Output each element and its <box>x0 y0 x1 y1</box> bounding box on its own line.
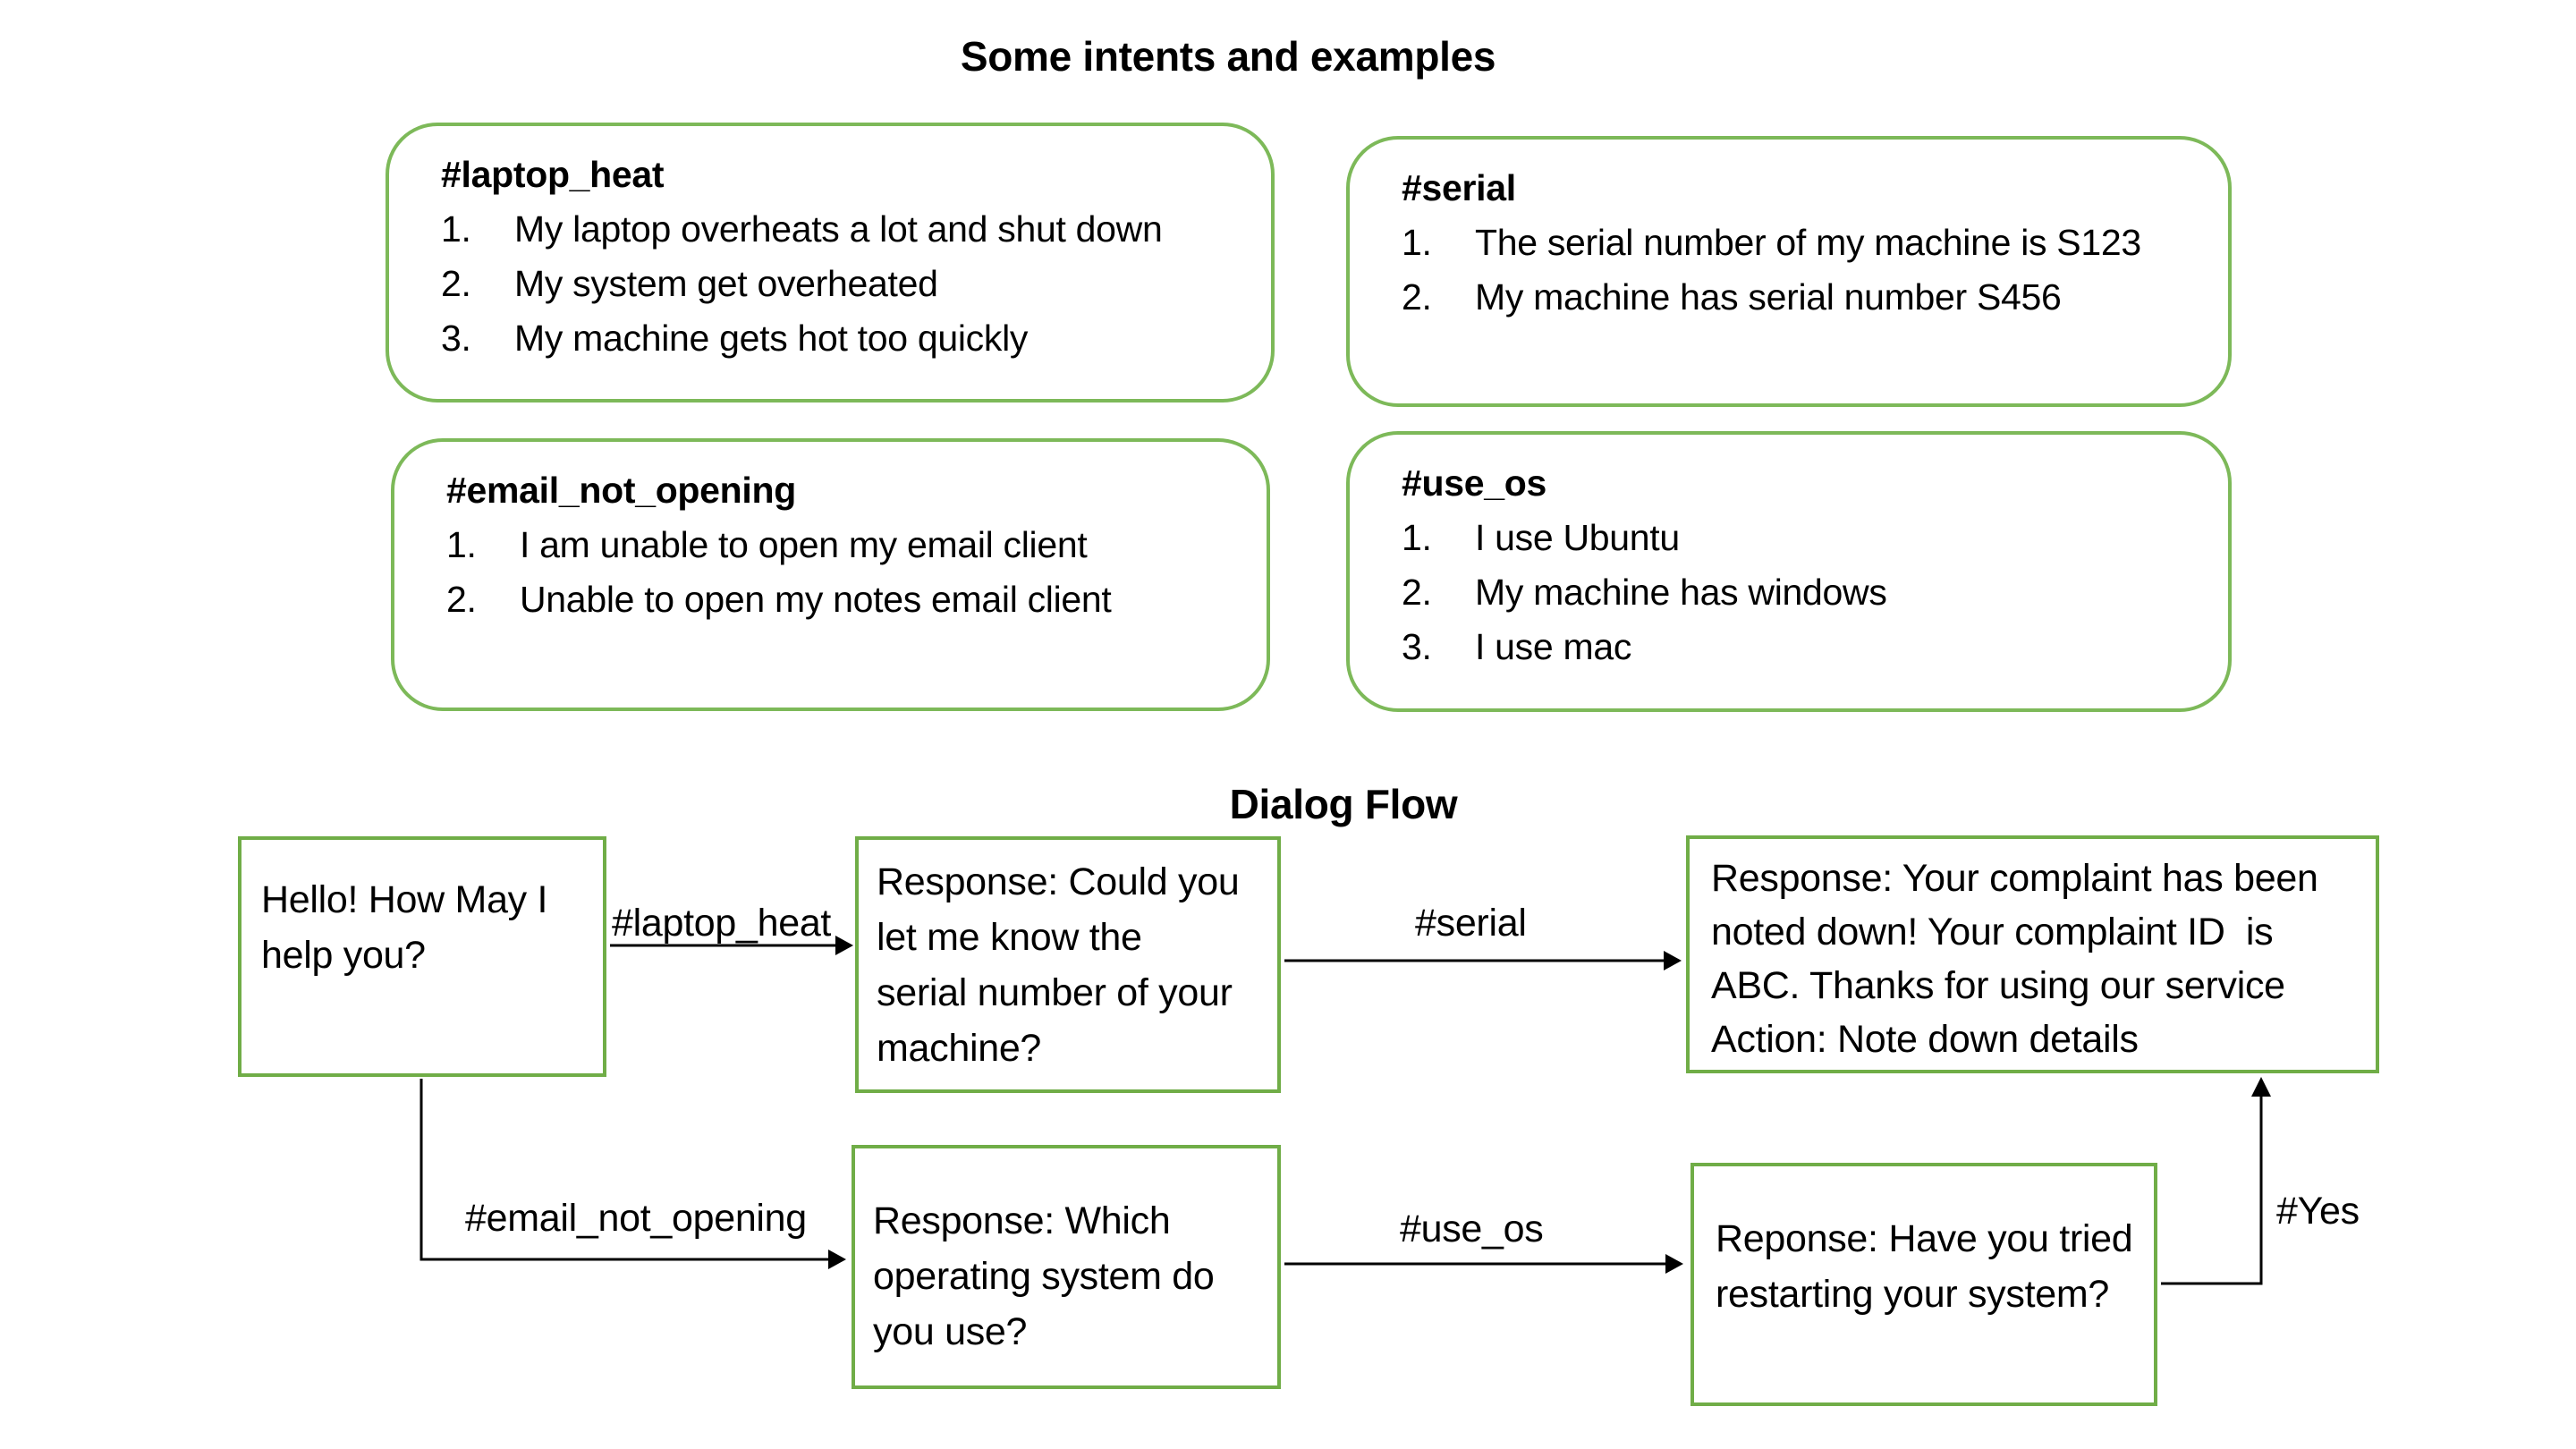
intent-example-number: 2. <box>1402 276 1432 318</box>
flow-node-ask-serial: Response: Could you let me know the serial… <box>855 836 1281 1093</box>
intent-name: #use_os <box>1402 462 1547 504</box>
intent-example-text: I use Ubuntu <box>1475 517 1680 558</box>
intent-name: #email_not_opening <box>446 470 797 511</box>
intent-box-serial: #serial 1. The serial number of my machin… <box>1346 136 2232 407</box>
flow-node-greeting: Hello! How May I help you? <box>238 836 606 1077</box>
dialog-flow-section-title: Dialog Flow <box>1229 781 1458 827</box>
intent-box-email-not-opening: #email_not_opening 1. I am unable to open… <box>391 438 1270 711</box>
intent-example: 1. My laptop overheats a lot and shut dow… <box>441 202 1246 257</box>
intent-example: 1. I am unable to open my email client <box>446 518 1241 572</box>
flow-node-text-line: restarting your system? <box>1716 1273 2109 1316</box>
intent-example-list: 1. I use Ubuntu 2. My machine has windows 3.… <box>1402 511 2203 674</box>
intent-example: 2. Unable to open my notes email client <box>446 572 1241 627</box>
intent-example-list: 1. The serial number of my machine is S12… <box>1402 216 2203 325</box>
intent-example-number: 1. <box>446 524 477 565</box>
intent-example-list: 1. I am unable to open my email client 2. U… <box>446 518 1241 627</box>
intent-box-use-os: #use_os 1. I use Ubuntu 2. My machine has w… <box>1346 431 2232 712</box>
arrow-email-not-opening <box>419 1079 846 1269</box>
intent-example-text: Unable to open my notes email client <box>520 579 1112 620</box>
intent-example: 1. The serial number of my machine is S12… <box>1402 216 2203 270</box>
flow-node-restart: Reponse: Have you tried restarting your s… <box>1690 1163 2157 1406</box>
intent-example-text: I am unable to open my email client <box>520 524 1088 565</box>
intent-example-text: My laptop overheats a lot and shut down <box>514 208 1163 250</box>
arrow-serial <box>1284 951 1682 970</box>
intent-box-laptop-heat: #laptop_heat 1. My laptop overheats a lot… <box>386 123 1275 402</box>
intent-example: 1. I use Ubuntu <box>1402 511 2203 565</box>
intents-section-title: Some intents and examples <box>960 33 1496 80</box>
intent-example-number: 1. <box>1402 517 1432 558</box>
flow-node-text-line: Hello! How May I <box>261 878 548 921</box>
flow-node-text-line: Action: Note down details <box>1711 1018 2139 1061</box>
edge-label-serial: #serial <box>1415 902 1527 945</box>
intent-name: #laptop_heat <box>441 154 665 195</box>
intent-example-text: I use mac <box>1475 626 1632 667</box>
arrow-use-os <box>1284 1254 1683 1274</box>
flow-node-text-line: noted down! Your complaint ID is <box>1711 911 2274 953</box>
intent-example-text: My machine has serial number S456 <box>1475 276 2062 318</box>
intent-example: 3. I use mac <box>1402 620 2203 674</box>
intent-example-number: 2. <box>441 263 471 304</box>
flow-node-text-line: help you? <box>261 934 426 977</box>
flow-node-text-line: serial number of your <box>877 971 1233 1014</box>
intent-example-number: 3. <box>1402 626 1432 667</box>
intent-example-number: 3. <box>441 318 471 359</box>
intent-example-number: 2. <box>1402 572 1432 613</box>
intent-example-text: The serial number of my machine is S123 <box>1475 222 2141 263</box>
flow-node-text-line: Response: Your complaint has been <box>1711 857 2318 900</box>
arrow-yes <box>2161 1077 2271 1285</box>
flow-node-text-line: let me know the <box>877 916 1142 959</box>
intent-example: 2. My system get overheated <box>441 257 1246 311</box>
flow-node-text-line: operating system do <box>873 1255 1215 1298</box>
flow-node-text-line: you use? <box>873 1310 1028 1353</box>
intent-example-number: 2. <box>446 579 477 620</box>
intent-name: #serial <box>1402 167 1516 208</box>
flow-node-text-line: Response: Could you <box>877 860 1240 903</box>
flow-node-text-line: ABC. Thanks for using our service <box>1711 964 2285 1007</box>
intent-example: 3. My machine gets hot too quickly <box>441 311 1246 366</box>
edge-label-yes: #Yes <box>2276 1190 2360 1233</box>
edge-label-use-os: #use_os <box>1400 1208 1544 1250</box>
intent-example: 2. My machine has serial number S456 <box>1402 270 2203 325</box>
intent-example-list: 1. My laptop overheats a lot and shut dow… <box>441 202 1246 366</box>
intent-example-number: 1. <box>1402 222 1432 263</box>
flow-node-text-line: machine? <box>877 1027 1042 1070</box>
intent-example-text: My machine gets hot too quickly <box>514 318 1029 359</box>
intent-example: 2. My machine has windows <box>1402 565 2203 620</box>
intent-example-text: My system get overheated <box>514 263 938 304</box>
flow-node-text-line: Response: Which <box>873 1199 1171 1242</box>
intent-example-text: My machine has windows <box>1475 572 1887 613</box>
flow-node-ask-os: Response: Which operating system do you us… <box>852 1145 1281 1389</box>
flow-node-complaint-noted: Response: Your complaint has been noted d… <box>1686 835 2379 1073</box>
edge-label-email-not-opening: #email_not_opening <box>465 1197 807 1240</box>
flow-node-text-line: Reponse: Have you tried <box>1716 1217 2133 1260</box>
intent-example-number: 1. <box>441 208 471 250</box>
edge-label-laptop-heat: #laptop_heat <box>612 902 832 945</box>
